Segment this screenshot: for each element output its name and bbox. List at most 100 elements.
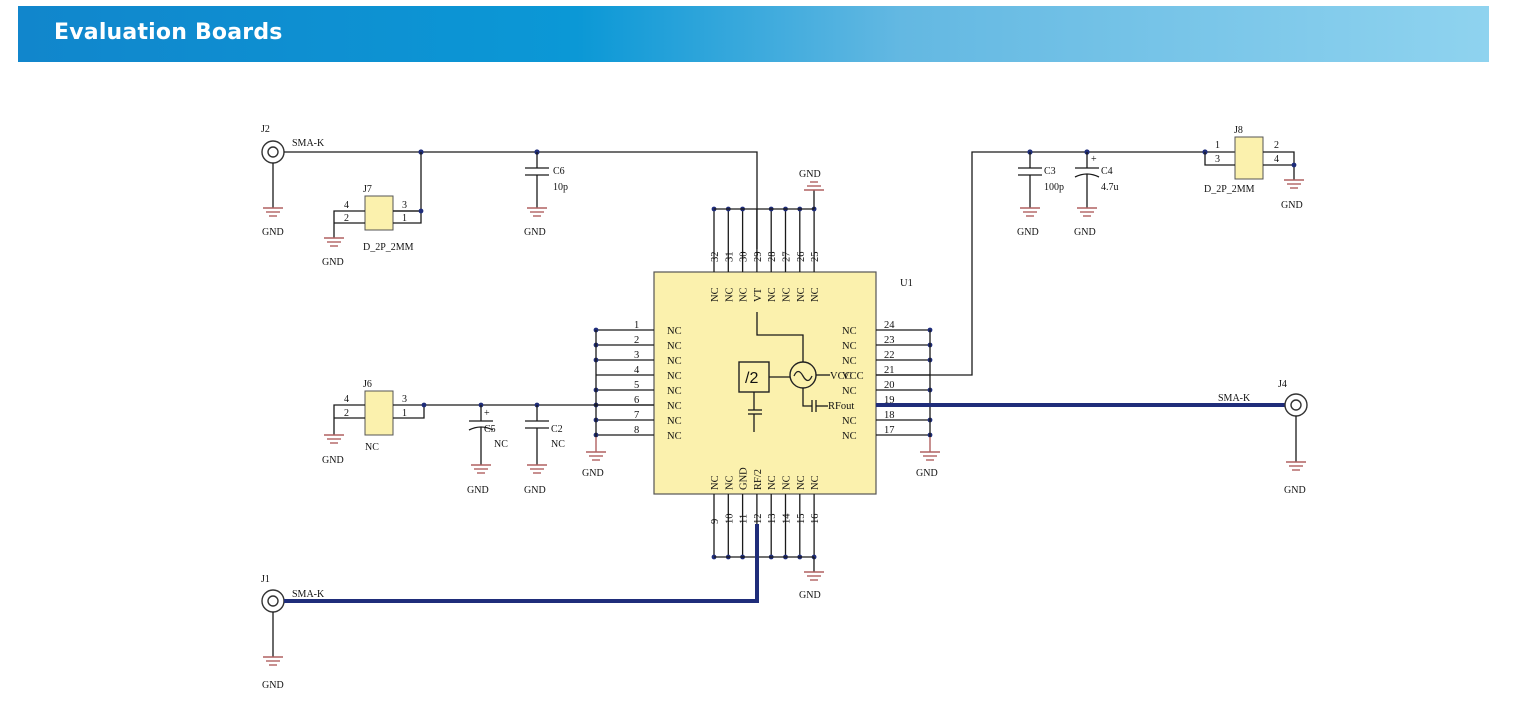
pin-name: NC	[767, 475, 778, 490]
pin-name: NC	[810, 287, 821, 302]
pin-name: NC	[842, 431, 857, 442]
gnd-symbol-right-bus: GND	[916, 437, 940, 479]
pin-name: GND	[739, 467, 750, 490]
pin-name: NC	[724, 287, 735, 302]
svg-text:2: 2	[1274, 140, 1279, 151]
gnd-label: GND	[322, 455, 344, 466]
pin-name: NC	[796, 287, 807, 302]
connector-j4-sma: J4 SMA-K GND	[1218, 379, 1308, 496]
pin-number: 7	[634, 410, 639, 421]
c4-value: 4.7u	[1101, 182, 1119, 193]
pin-name: NC	[724, 475, 735, 490]
svg-text:4: 4	[1274, 154, 1279, 165]
j1-type: SMA-K	[292, 589, 325, 600]
gnd-label: GND	[262, 680, 284, 691]
c5-value: NC	[494, 439, 508, 450]
pin-number: 3	[634, 350, 639, 361]
pin-name: VCC	[842, 371, 864, 382]
pin-number: 6	[634, 395, 639, 406]
j4-type: SMA-K	[1218, 393, 1251, 404]
capacitor-c6: C6 10p GND	[524, 152, 568, 238]
c2-value: NC	[551, 439, 565, 450]
connector-j8: J8 1 3 2 4 D_2P_2MM GND	[1204, 125, 1304, 211]
pin-name: NC	[667, 371, 682, 382]
pin-number: 15	[796, 514, 807, 525]
pin-number: 18	[884, 410, 895, 421]
pin-number: 31	[724, 252, 735, 263]
capacitor-c4: + C4 4.7u GND	[1074, 152, 1119, 238]
j2-ref: J2	[261, 124, 270, 135]
svg-text:2: 2	[344, 213, 349, 224]
pin-number: 24	[884, 320, 895, 331]
pin-number: 9	[710, 519, 721, 524]
pin-number: 28	[767, 252, 778, 263]
pin-name: RF/2	[753, 469, 764, 490]
c5-ref: C5	[484, 424, 496, 435]
c3-ref: C3	[1044, 166, 1056, 177]
gnd-label: GND	[1017, 227, 1039, 238]
pin-name: NC	[739, 287, 750, 302]
svg-text:1: 1	[402, 213, 407, 224]
rfout-label: RFout	[828, 401, 854, 412]
pin-name: NC	[842, 356, 857, 367]
pin-number: 5	[634, 380, 639, 391]
gnd-symbol-left-bus: GND	[582, 437, 606, 479]
pin-number: 1	[634, 320, 639, 331]
connector-j2-sma: J2 SMA-K GND	[261, 124, 325, 238]
j8-ref: J8	[1234, 125, 1243, 136]
svg-text:4: 4	[344, 200, 349, 211]
connector-j7: J7 4 2 3 1 D_2P_2MM GND	[322, 152, 424, 268]
pin-name: NC	[767, 287, 778, 302]
pin-name: NC	[796, 475, 807, 490]
pin-name: NC	[842, 386, 857, 397]
svg-text:3: 3	[1215, 154, 1220, 165]
connector-j6: J6 4 2 3 1 NC GND	[322, 379, 654, 466]
header-banner: Evaluation Boards	[18, 6, 1489, 62]
pin-number: 4	[634, 365, 640, 376]
rf-div2-trace	[284, 524, 759, 603]
gnd-label: GND	[322, 257, 344, 268]
j6-value: NC	[365, 442, 379, 453]
capacitor-c5: + C5 NC GND	[467, 405, 508, 496]
pin-name: NC	[710, 287, 721, 302]
pin-name: NC	[842, 341, 857, 352]
j6-ref: J6	[363, 379, 372, 390]
gnd-label: GND	[524, 485, 546, 496]
ic-u1-ref: U1	[900, 278, 913, 289]
pin-name: NC	[782, 475, 793, 490]
svg-text:3: 3	[402, 394, 407, 405]
pin-name: NC	[710, 475, 721, 490]
j7-ref: J7	[363, 184, 372, 195]
pin-number: 8	[634, 425, 639, 436]
pin-name: NC	[782, 287, 793, 302]
pin-number: 29	[753, 252, 764, 263]
pin-number: 23	[884, 335, 895, 346]
j2-type: SMA-K	[292, 138, 325, 149]
ic-internal-circuit: /2 VCC RFout	[738, 312, 854, 432]
pin-number: 32	[710, 252, 721, 263]
page-title: Evaluation Boards	[54, 20, 283, 45]
gnd-label: GND	[524, 227, 546, 238]
pin-name: NC	[667, 386, 682, 397]
gnd-label: GND	[799, 590, 821, 601]
c4-plus: +	[1091, 154, 1097, 165]
pin-number: 16	[810, 514, 821, 525]
pin-number: 25	[810, 252, 821, 263]
gnd-label: GND	[916, 468, 938, 479]
pin-name: NC	[842, 326, 857, 337]
svg-text:2: 2	[344, 408, 349, 419]
pin-name: NC	[667, 341, 682, 352]
svg-text:3: 3	[402, 200, 407, 211]
ic-pin-left: 4NC	[596, 365, 682, 382]
